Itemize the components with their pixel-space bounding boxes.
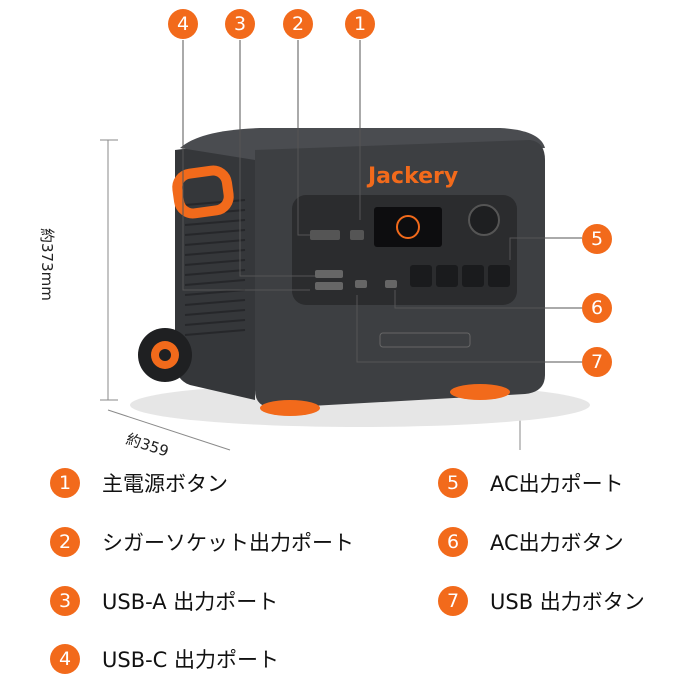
legend-number: 2 [50, 527, 80, 557]
power-station-illustration: Jackery [100, 40, 590, 451]
legend-item: 5 AC出力ポート [438, 468, 624, 498]
legend-number: 3 [50, 586, 80, 616]
callout-3: 3 [225, 9, 255, 39]
height-dimension-label: 約373mm [38, 228, 56, 301]
legend-label: AC出力ボタン [490, 531, 624, 555]
legend-number: 5 [438, 468, 468, 498]
legend-label: AC出力ポート [490, 472, 624, 496]
legend-item: 4 USB-C 出力ポート [50, 644, 279, 674]
legend-label: USB-C 出力ポート [102, 648, 280, 672]
legend-label: USB 出力ボタン [490, 590, 645, 614]
callout-6: 6 [582, 293, 612, 323]
legend-number: 6 [438, 527, 468, 557]
legend-number: 7 [438, 586, 468, 616]
legend-number: 4 [50, 644, 80, 674]
legend-item: 2 シガーソケット出力ポート [50, 527, 354, 557]
legend-label: シガーソケット出力ポート [102, 531, 354, 555]
legend-item: 7 USB 出力ボタン [438, 586, 645, 616]
callout-4: 4 [168, 9, 198, 39]
legend-number: 1 [50, 468, 80, 498]
callout-2: 2 [283, 9, 313, 39]
legend-item: 1 主電源ボタン [50, 468, 228, 498]
callout-1: 1 [345, 9, 375, 39]
svg-text:Jackery: Jackery [366, 164, 458, 189]
callout-5: 5 [582, 224, 612, 254]
legend-label: 主電源ボタン [102, 472, 228, 496]
callout-7: 7 [582, 347, 612, 377]
legend-item: 6 AC出力ボタン [438, 527, 624, 557]
legend-label: USB-A 出力ポート [102, 590, 279, 614]
legend-item: 3 USB-A 出力ポート [50, 586, 278, 616]
dimension-lines [100, 139, 521, 451]
